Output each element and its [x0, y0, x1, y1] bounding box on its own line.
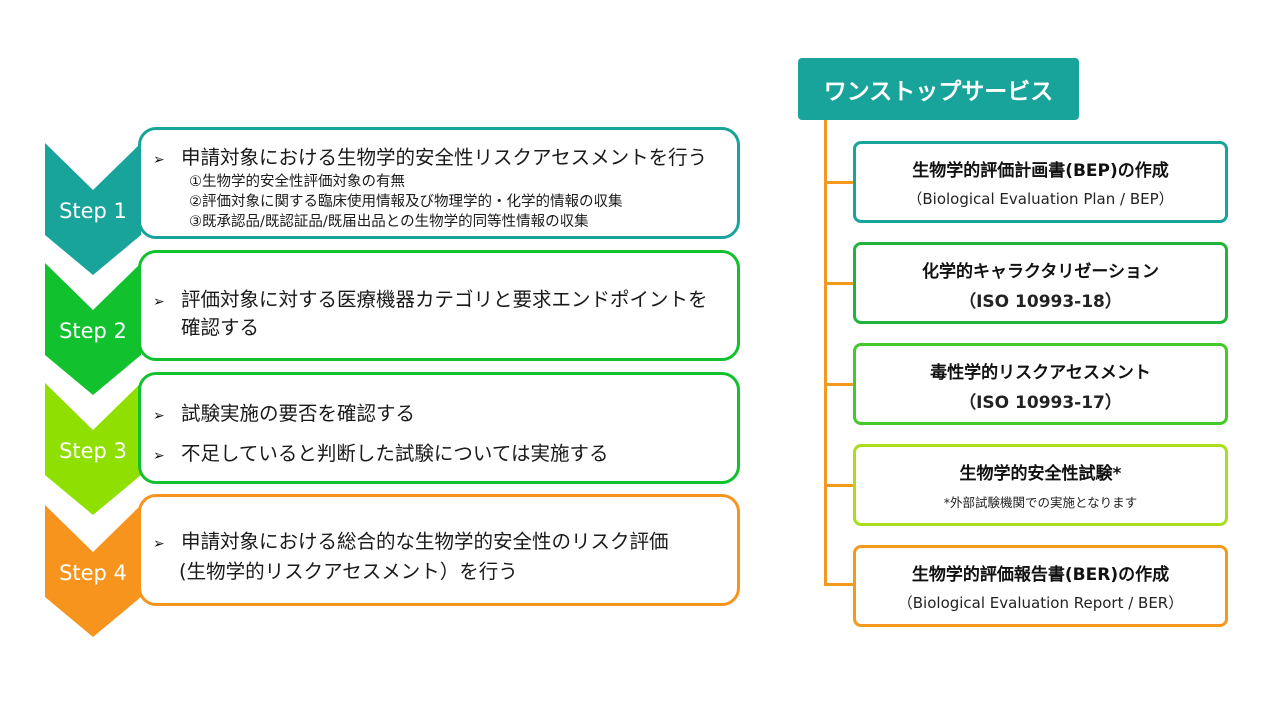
step-2-bullet: ➢ 評価対象に対する医療機器カテゴリと要求エンドポイントを [153, 283, 708, 312]
service-title: 化学的キャラクタリゼーション [922, 262, 1159, 282]
step-4-box: ➢ 申請対象における総合的な生物学的安全性のリスク評価 (生物学的リスクアセスメン… [138, 494, 740, 606]
one-stop-header: ワンストップサービス [798, 58, 1079, 120]
bullet-text: 評価対象に対する医療機器カテゴリと要求エンドポイントを [181, 288, 708, 311]
step-1-box: ➢ 申請対象における生物学的安全性リスクアセスメントを行う ①生物学的安全性評価対… [138, 127, 740, 239]
connector-branch [824, 383, 854, 386]
arrowhead-bullet-icon: ➢ [153, 536, 165, 552]
service-subtitle: *外部試験機関での実施となります [943, 495, 1138, 510]
service-ber: 生物学的評価報告書(BER)の作成 （Biological Evaluation… [853, 545, 1228, 627]
step-3-label: Step 3 [59, 439, 127, 463]
service-toxicological-risk-assessment: 毒性学的リスクアセスメント （ISO 10993-17） [853, 343, 1228, 425]
chevron-shape [45, 143, 141, 275]
chevron-shape [45, 505, 141, 637]
arrowhead-bullet-icon: ➢ [153, 152, 165, 168]
connector-branch [824, 181, 854, 184]
bullet-text: 試験実施の要否を確認する [181, 402, 416, 425]
step-2-label: Step 2 [59, 319, 127, 343]
service-subtitle: （Biological Evaluation Report / BER） [897, 594, 1184, 612]
service-chemical-characterization: 化学的キャラクタリゼーション （ISO 10993-18） [853, 242, 1228, 324]
step-2-box: ➢ 評価対象に対する医療機器カテゴリと要求エンドポイントを 確認する [138, 250, 740, 361]
step-1-chevron: Step 1 [45, 143, 141, 275]
chevron-shape [45, 263, 141, 395]
service-subtitle: （ISO 10993-18） [959, 292, 1122, 312]
bullet-text: 不足していると判断した試験については実施する [181, 442, 609, 465]
step-1-sub-item: ②評価対象に関する臨床使用情報及び物理学的・化学的情報の収集 [189, 194, 623, 210]
service-bep: 生物学的評価計画書(BEP)の作成 （Biological Evaluation… [853, 141, 1228, 223]
step-3-bullet: ➢ 試験実施の要否を確認する [153, 397, 415, 426]
step-4-bullet: ➢ 申請対象における総合的な生物学的安全性のリスク評価 [153, 525, 669, 554]
connector-branch [824, 484, 854, 487]
connector-trunk [824, 120, 827, 585]
bullet-text: 申請対象における総合的な生物学的安全性のリスク評価 [181, 530, 669, 553]
step-2-continuation: 確認する [181, 316, 260, 339]
arrowhead-bullet-icon: ➢ [153, 408, 165, 424]
chevron-shape [45, 383, 141, 515]
service-title: 生物学的評価計画書(BEP)の作成 [912, 161, 1169, 181]
step-1-sub-item: ③既承認品/既認証品/既届出品との生物学的同等性情報の収集 [189, 214, 589, 230]
step-4-continuation: (生物学的リスクアセスメント）を行う [179, 560, 518, 583]
step-2-chevron: Step 2 [45, 263, 141, 395]
step-4-label: Step 4 [59, 561, 127, 585]
bullet-text: 申請対象における生物学的安全性リスクアセスメントを行う [181, 146, 708, 169]
step-3-chevron: Step 3 [45, 383, 141, 515]
step-3-box: ➢ 試験実施の要否を確認する ➢ 不足していると判断した試験については実施する [138, 372, 740, 484]
service-subtitle: （Biological Evaluation Plan / BEP） [907, 190, 1174, 208]
step-1-sub-item: ①生物学的安全性評価対象の有無 [189, 174, 405, 190]
step-1-bullet: ➢ 申請対象における生物学的安全性リスクアセスメントを行う [153, 141, 707, 170]
step-4-chevron: Step 4 [45, 505, 141, 637]
step-3-bullet: ➢ 不足していると判断した試験については実施する [153, 437, 608, 466]
arrowhead-bullet-icon: ➢ [153, 448, 165, 464]
service-title: 生物学的安全性試験* [959, 464, 1122, 484]
service-subtitle: （ISO 10993-17） [959, 393, 1122, 413]
step-1-label: Step 1 [59, 199, 127, 223]
service-title: 毒性学的リスクアセスメント [930, 363, 1151, 383]
connector-branch [824, 583, 854, 586]
service-biosafety-testing: 生物学的安全性試験* *外部試験機関での実施となります [853, 444, 1228, 526]
service-title: 生物学的評価報告書(BER)の作成 [911, 565, 1170, 585]
arrowhead-bullet-icon: ➢ [153, 294, 165, 310]
connector-branch [824, 282, 854, 285]
